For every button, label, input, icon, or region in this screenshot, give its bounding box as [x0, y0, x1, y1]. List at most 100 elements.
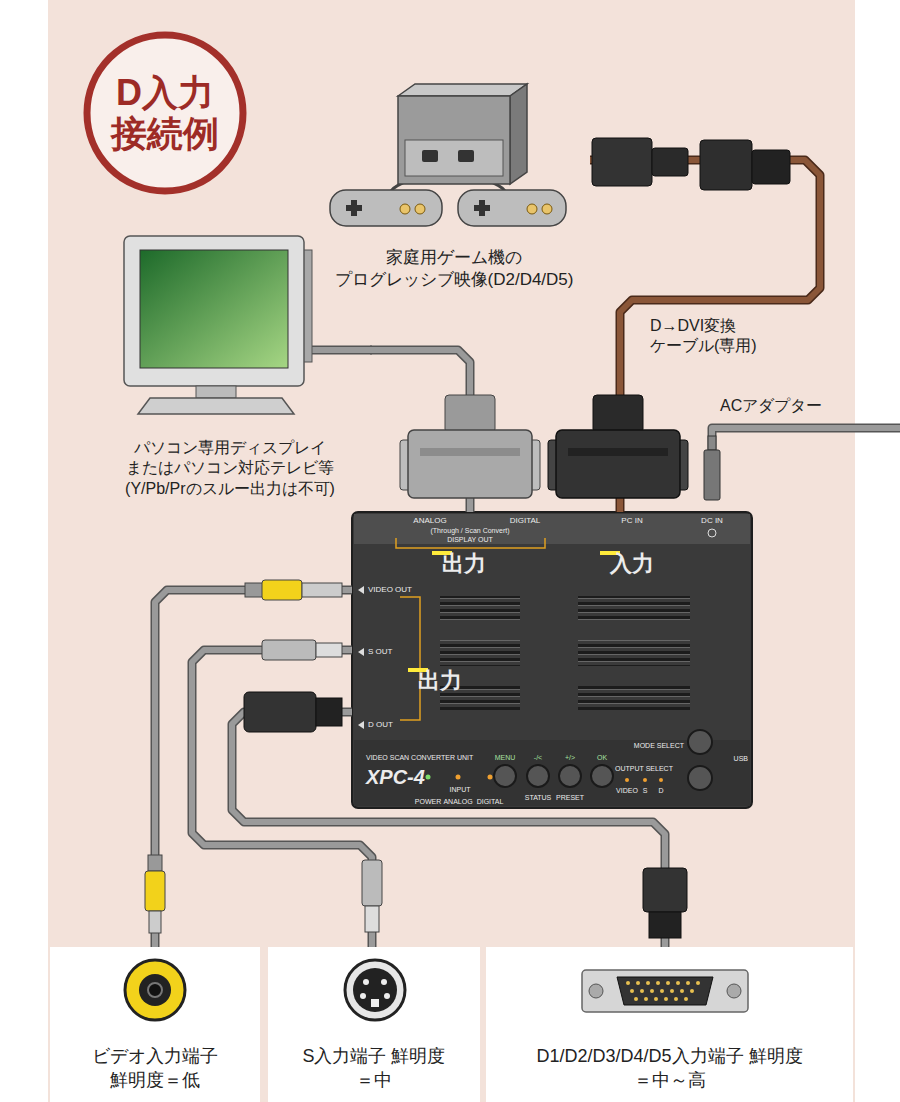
- scan-converter-body: [358, 586, 364, 594]
- cable: [232, 712, 665, 947]
- pin: [680, 989, 684, 993]
- cable-outline: [192, 650, 372, 947]
- d-terminal-icon: [727, 984, 741, 998]
- s-plug: [365, 906, 379, 932]
- game-console-illustration: [398, 84, 527, 96]
- scan-converter-body: [688, 766, 712, 790]
- game-console-illustration: [400, 204, 410, 214]
- output-tag: 出力: [432, 551, 452, 555]
- cable: [155, 590, 352, 947]
- monitor-illustration: [138, 398, 294, 414]
- game-console-illustration: [458, 150, 474, 162]
- d-to-dvi-adapter: [752, 150, 790, 184]
- game-console-illustration: [527, 204, 537, 214]
- game-console: 家庭用ゲーム機の プログレッシブ映像(D2/D4/D5): [318, 80, 590, 295]
- panel-marking: DISPLAY OUT: [447, 536, 493, 543]
- d-plug: [649, 912, 681, 938]
- scan-converter-body: [426, 775, 431, 780]
- d-plug: [244, 692, 687, 938]
- d-terminal-icon: [617, 977, 713, 1005]
- pin: [636, 981, 640, 985]
- page-ground: [50, 947, 260, 1102]
- scan-converter-body: [354, 514, 750, 544]
- panel-marking: S OUT: [368, 648, 392, 656]
- d-to-dvi-adapter: [592, 138, 790, 190]
- rca-jack-icon: [125, 960, 185, 1020]
- game-console-illustration: [415, 204, 425, 214]
- pin: [630, 989, 634, 993]
- cable-core: [232, 712, 665, 947]
- game-console-illustration: [474, 200, 490, 216]
- rca-jack-icon: [148, 983, 162, 997]
- panel-marking: +/>: [565, 754, 575, 761]
- cable-outline: [155, 590, 352, 947]
- monitor-illustration: [196, 386, 236, 398]
- s-input-panel: S入力端子 鮮明度＝中: [268, 947, 480, 1102]
- page-ground: [486, 947, 853, 1102]
- pin: [670, 989, 674, 993]
- tag-text: 出力: [418, 670, 462, 692]
- monitor-illustration: [305, 347, 372, 353]
- game-console-illustration: [510, 84, 527, 184]
- pin: [664, 997, 668, 1001]
- panel-marking: POWER: [415, 798, 441, 805]
- pin: [650, 989, 654, 993]
- node-label: S入力端子 鮮明度＝中: [299, 1045, 449, 1092]
- input-tag: 入力: [600, 551, 620, 555]
- panel-marking: STATUS: [525, 794, 552, 801]
- monitor-illustration: [124, 236, 372, 414]
- video-input-panel: ビデオ入力端子 鮮明度＝低: [50, 947, 260, 1102]
- scan-converter-body: [625, 778, 629, 782]
- panel-marking: ANALOG: [443, 798, 472, 805]
- panel-marking: VIDEO SCAN CONVERTER UNIT: [366, 754, 473, 761]
- panel-marking: USB: [734, 755, 748, 762]
- s-plug: [362, 860, 382, 906]
- pin: [646, 981, 650, 985]
- d-to-dvi-adapter: [652, 148, 688, 176]
- pin: [654, 997, 658, 1001]
- panel-marking: DIGITAL: [510, 517, 541, 525]
- display-plug: [445, 395, 495, 433]
- pin: [666, 981, 670, 985]
- output-bracket: [396, 538, 545, 720]
- scan-converter-body: [578, 596, 690, 622]
- display-plug: [408, 430, 532, 498]
- scan-converter-body: [440, 596, 520, 622]
- ac-adapter-cable: [712, 428, 900, 450]
- pc-display: パソコン専用ディスプレイ またはパソコン対応テレビ等 (Y/Pb/Prのスルー出…: [90, 232, 370, 504]
- panel-marking: D: [658, 787, 663, 794]
- ac-adapter-cable: [704, 428, 900, 500]
- panel-marking: XPC-4: [366, 767, 425, 787]
- pin: [634, 997, 638, 1001]
- s-jack-icon: [345, 960, 405, 1020]
- d-to-dvi-adapter: [700, 140, 752, 190]
- panel-marking: PC IN: [621, 517, 642, 525]
- dvi-plug: [556, 430, 680, 498]
- panel-marking: S: [643, 787, 648, 794]
- rca-jack-icon: [125, 960, 185, 1020]
- video-plug: [148, 855, 162, 871]
- pin: [660, 989, 664, 993]
- s-plug: [316, 643, 342, 657]
- d-plug: [244, 692, 316, 732]
- game-console-illustration: [542, 204, 552, 214]
- pin: [656, 981, 660, 985]
- game-console-illustration: [422, 150, 438, 162]
- d-to-dvi-adapter: [592, 138, 652, 186]
- game-console-illustration: [405, 140, 503, 176]
- title-text: D入力 接続例: [95, 72, 235, 155]
- scan-converter-unit: ANALOGDIGITAL(Through / Scan Convert)DIS…: [352, 512, 752, 808]
- s-jack-icon: [360, 993, 366, 999]
- game-console-illustration: [458, 190, 566, 226]
- pin: [686, 981, 690, 985]
- panel-marking: D OUT: [368, 721, 393, 729]
- display-plug: [400, 395, 540, 498]
- scan-converter-body: [352, 512, 752, 808]
- scan-converter-body: [494, 765, 516, 787]
- ac-adapter-cable: [704, 450, 720, 500]
- panel-marking: ANALOG: [413, 517, 446, 525]
- pin: [684, 997, 688, 1001]
